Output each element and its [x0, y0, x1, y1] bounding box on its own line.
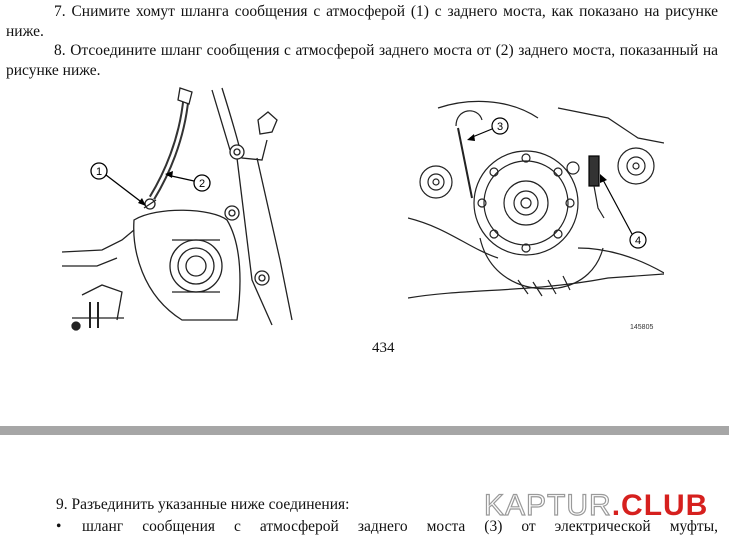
step-7-paragraph: 7. Снимите хомут шланга сообщения с атмо…: [6, 3, 718, 40]
callout-3: 3: [497, 121, 503, 133]
bullet-text: шланг сообщения с атмосферой заднего мос…: [82, 518, 718, 535]
step-8-paragraph: 8. Отсоедините шланг сообщения с атмосфе…: [6, 42, 718, 79]
callout-2: 2: [199, 178, 205, 190]
page-number: 434: [372, 340, 395, 356]
callout-1: 1: [96, 166, 102, 178]
page-divider: [0, 426, 729, 435]
watermark-part2: .CLUB: [611, 489, 709, 522]
bullet-symbol: •: [56, 518, 62, 535]
rear-axle-vent-hose-figure-left: 1 2: [62, 87, 293, 331]
kaptur-club-watermark: KAPTUR.CLUB: [483, 488, 709, 523]
figure-code: 145805: [630, 324, 653, 331]
step-9-paragraph: 9. Разъединить указанные ниже соединения…: [56, 496, 350, 513]
watermark-part1: KAPTUR: [483, 488, 612, 522]
rear-axle-coupling-figure-right: 3 4 145805: [408, 100, 664, 331]
callout-4: 4: [635, 235, 641, 247]
